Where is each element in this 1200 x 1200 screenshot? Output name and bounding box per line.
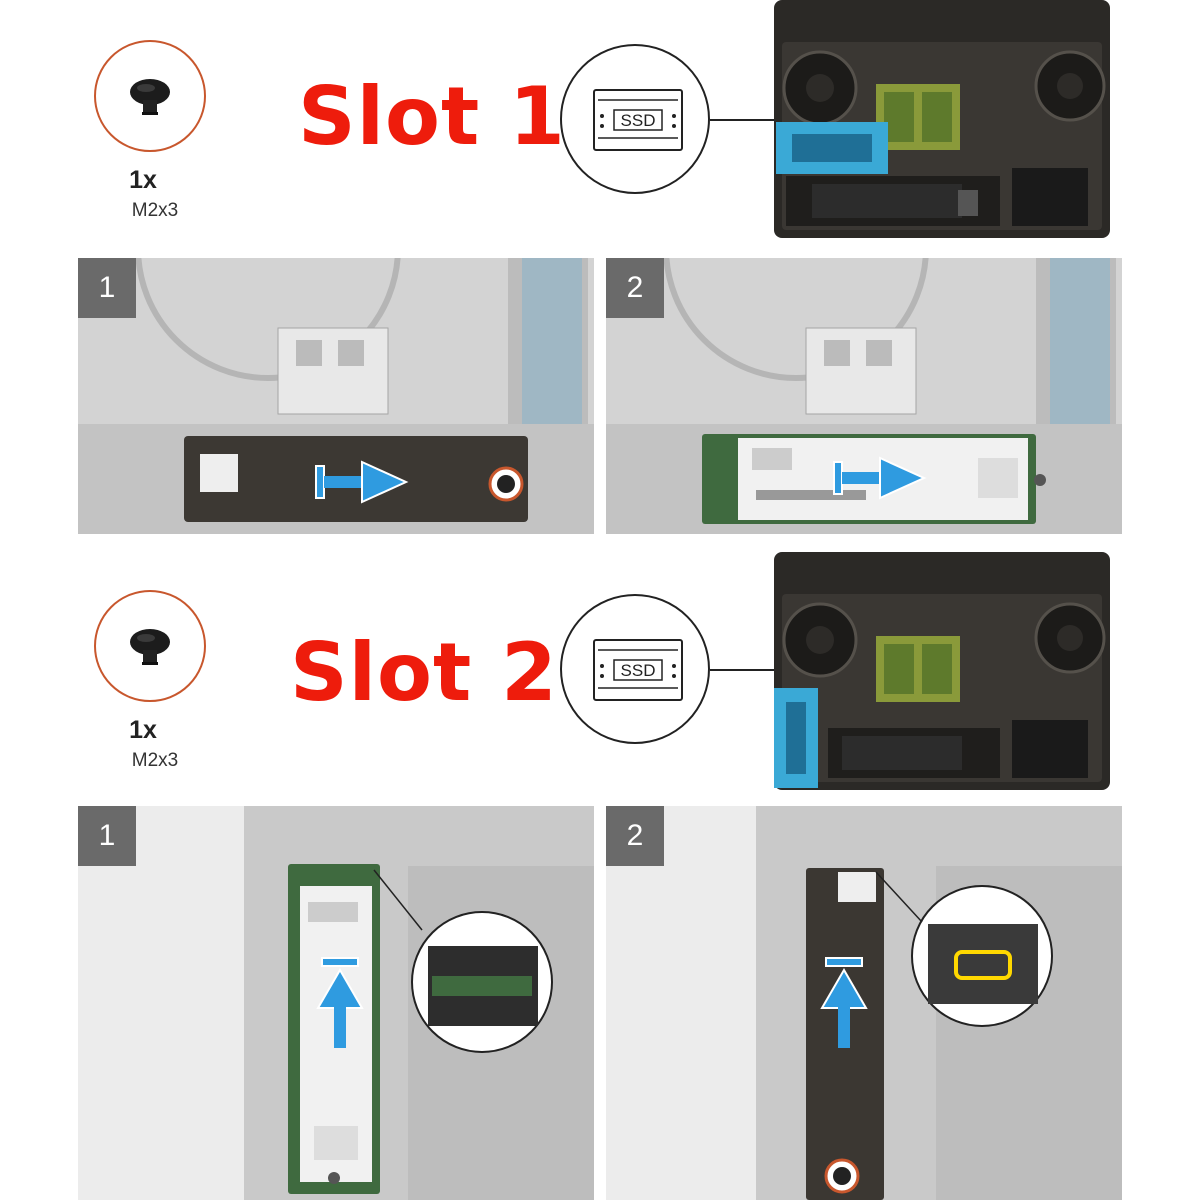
ssd-icon: SSD — [562, 46, 708, 192]
screw-icon — [96, 592, 204, 700]
screw-callout-slot1 — [94, 40, 206, 152]
screw-icon — [96, 42, 204, 150]
screw-size-slot1: M2x3 — [95, 200, 215, 222]
ssd-callout-slot2: SSD — [560, 594, 710, 744]
step-badge: 1 — [78, 806, 136, 866]
slot2-title: Slot 2 — [290, 626, 558, 719]
laptop-chassis-slot1 — [772, 0, 1112, 240]
screw-quantity-slot2: 1x — [83, 716, 203, 745]
slot1-step1-panel: 1 — [78, 258, 594, 534]
screw-quantity-slot1: 1x — [83, 166, 203, 195]
ssd-icon-label: SSD — [621, 661, 656, 680]
ssd-icon: SSD — [562, 596, 708, 742]
arrow-up-icon — [310, 956, 370, 1052]
slot1-step2-panel: 2 — [606, 258, 1122, 534]
arrow-up-icon — [814, 956, 874, 1052]
slot2-step1-panel: 1 — [78, 806, 594, 1200]
arrow-right-icon — [832, 454, 928, 502]
slot1-title: Slot 1 — [298, 70, 566, 163]
screw-size-slot2: M2x3 — [95, 750, 215, 772]
laptop-chassis-slot2 — [772, 552, 1112, 792]
screw-callout-slot2 — [94, 590, 206, 702]
ssd-callout-slot1: SSD — [560, 44, 710, 194]
slot2-step2-panel: 2 — [606, 806, 1122, 1200]
ssd-icon-label: SSD — [621, 111, 656, 130]
step-badge: 2 — [606, 806, 664, 866]
step-badge: 1 — [78, 258, 136, 318]
arrow-right-icon — [314, 458, 410, 506]
step-badge: 2 — [606, 258, 664, 318]
